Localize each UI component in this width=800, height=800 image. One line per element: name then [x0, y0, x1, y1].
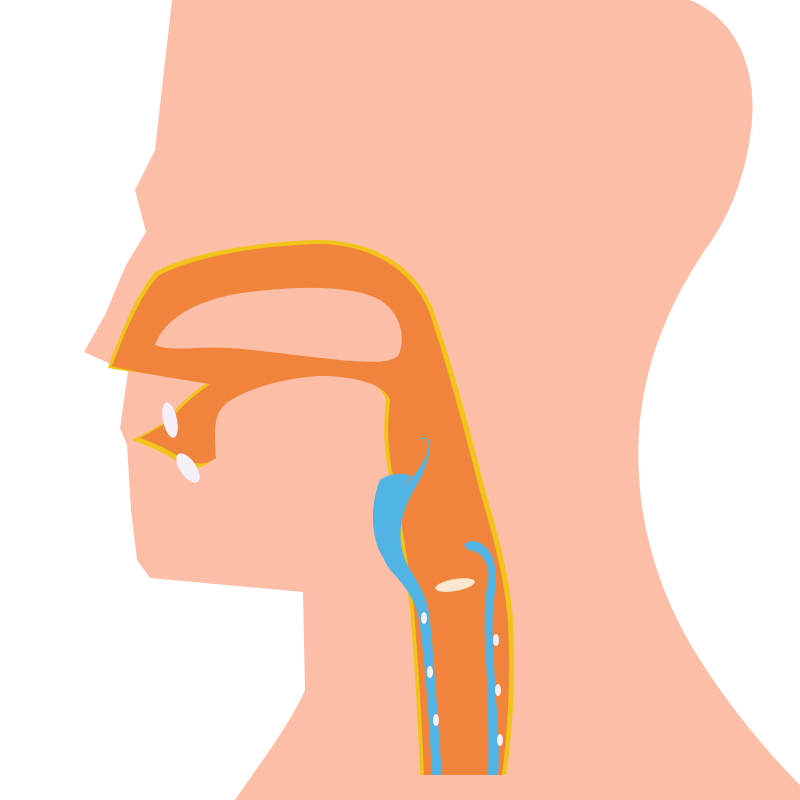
lower-tooth [176, 453, 200, 483]
bubble [495, 684, 501, 696]
tongue [215, 376, 420, 775]
bubble [497, 734, 503, 746]
airway [112, 244, 510, 775]
esophagus [379, 437, 442, 775]
nasal-passage-gap [155, 287, 402, 362]
bubble [493, 634, 499, 646]
air-bubbles [421, 612, 503, 746]
bubble [427, 666, 433, 678]
trachea-lining [464, 541, 499, 775]
bubble [433, 714, 439, 726]
upper-tooth [162, 402, 178, 438]
thyroid-cartilage [435, 578, 475, 592]
bubble [421, 612, 427, 624]
epiglottis-pouch [372, 473, 412, 572]
